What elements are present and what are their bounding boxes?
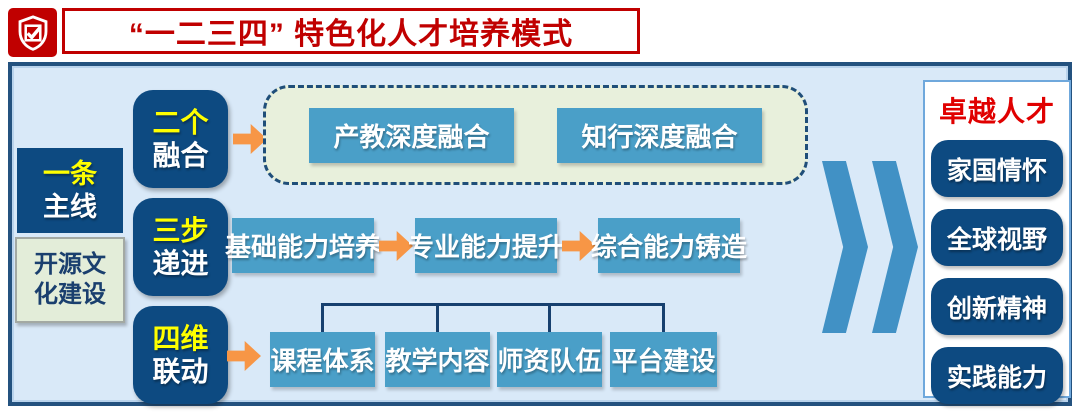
result-item-patriotism: 家国情怀 — [931, 140, 1063, 197]
dimension-teaching-content: 教学内容 — [385, 332, 490, 387]
label-two-fusions-rest: 融合 — [152, 140, 209, 171]
step-basic-ability: 基础能力培养 — [225, 218, 381, 273]
main-line-highlight: 一条 — [43, 159, 97, 190]
dimension-curriculum: 课程体系 — [270, 332, 375, 387]
label-two-fusions: 二个 融合 — [133, 90, 228, 188]
label-two-fusions-highlight: 二个 — [152, 106, 209, 138]
step-text: 基础能力培养 — [225, 232, 382, 262]
step-professional-ability: 专业能力提升 — [408, 218, 564, 273]
result-item-innovation: 创新精神 — [931, 278, 1063, 335]
label-three-steps: 三步 递进 — [133, 198, 228, 296]
dimension-text: 平台建设 — [611, 346, 716, 376]
bracket-connector-vertical — [548, 303, 551, 333]
fusion-item-industry-education: 产教深度融合 — [309, 107, 514, 163]
main-line-box: 一条 主线 — [17, 148, 123, 233]
step-text: 综合能力铸造 — [591, 232, 748, 262]
result-item-global-vision: 全球视野 — [931, 209, 1063, 266]
bracket-connector-vertical — [436, 303, 439, 333]
fusion-item-text: 产教深度融合 — [333, 121, 490, 152]
fusion-item-knowledge-action: 知行深度融合 — [557, 107, 762, 163]
dimension-text: 师资队伍 — [497, 346, 602, 376]
result-panel-title: 卓越人才 — [938, 96, 1055, 127]
culture-note-text: 开源文化建设 — [34, 251, 106, 308]
result-item-text: 实践能力 — [946, 363, 1047, 392]
dimension-text: 教学内容 — [385, 346, 490, 376]
label-four-dimensions-rest: 联动 — [152, 356, 209, 387]
step-comprehensive-ability: 综合能力铸造 — [591, 218, 747, 273]
label-three-steps-rest: 递进 — [152, 248, 209, 279]
label-four-dimensions: 四维 联动 — [133, 306, 228, 404]
bracket-connector-vertical — [321, 303, 324, 333]
bracket-connector-horizontal — [321, 303, 665, 306]
shield-check-icon — [8, 8, 57, 57]
dimension-text: 课程体系 — [270, 346, 375, 376]
label-three-steps-highlight: 三步 — [152, 214, 209, 246]
bracket-connector-vertical — [662, 303, 665, 333]
main-line-rest: 主线 — [43, 191, 97, 222]
result-item-text: 全球视野 — [946, 225, 1047, 254]
step-text: 专业能力提升 — [408, 232, 565, 262]
fusion-group: 产教深度融合 知行深度融合 — [263, 85, 808, 185]
label-four-dimensions-highlight: 四维 — [152, 322, 209, 354]
page-title: “一二三四” 特色化人才培养模式 — [62, 8, 640, 54]
result-item-practice: 实践能力 — [931, 347, 1063, 404]
result-panel: 卓越人才 家国情怀 全球视野 创新精神 实践能力 — [923, 80, 1071, 404]
dimension-faculty: 师资队伍 — [497, 332, 602, 387]
result-item-text: 家国情怀 — [946, 156, 1047, 185]
culture-note-box: 开源文化建设 — [15, 237, 125, 323]
result-item-text: 创新精神 — [946, 294, 1047, 323]
dimension-platform: 平台建设 — [610, 332, 717, 387]
page-title-text: “一二三四” 特色化人才培养模式 — [128, 18, 574, 51]
fusion-item-text: 知行深度融合 — [581, 121, 738, 152]
